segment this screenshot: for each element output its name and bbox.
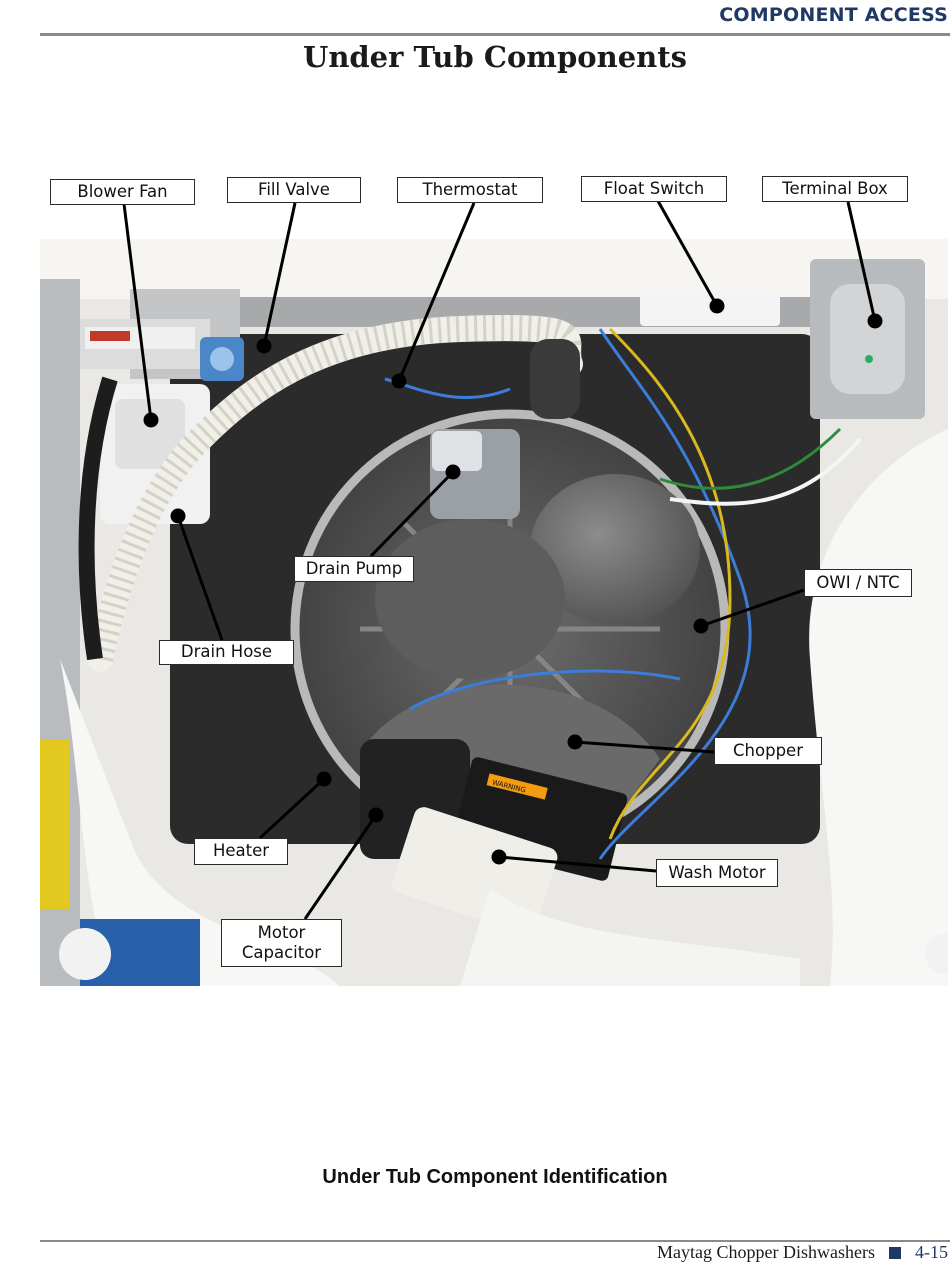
callout-wash-motor: Wash Motor [656,859,778,887]
publication-title: Maytag Chopper Dishwashers [657,1242,875,1262]
page-title: Under Tub Components [303,40,687,74]
page-number: 4-15 [915,1242,948,1262]
callout-owi-ntc: OWI / NTC [804,569,912,597]
square-bullet-icon [889,1246,901,1259]
callout-thermostat: Thermostat [397,177,543,203]
callout-terminal-box: Terminal Box [762,176,908,202]
dishwasher-underside-illustration: WARNING [40,239,948,986]
callout-drain-hose: Drain Hose [159,640,294,665]
callout-chopper: Chopper [714,737,822,765]
section-header: COMPONENT ACCESS [719,4,948,26]
page-footer: Maytag Chopper Dishwashers 4-15 [657,1242,948,1263]
callout-drain-pump: Drain Pump [294,556,414,582]
callout-float-switch: Float Switch [581,176,727,202]
component-photo: WARNING [40,239,948,986]
figure-caption: Under Tub Component Identification [322,1166,668,1188]
callout-blower-fan: Blower Fan [50,179,195,205]
footer-divider [40,1240,950,1242]
callout-heater: Heater [194,838,288,865]
callout-motor-capacitor: Motor Capacitor [221,919,342,967]
header-divider [40,33,950,36]
callout-fill-valve: Fill Valve [227,177,361,203]
